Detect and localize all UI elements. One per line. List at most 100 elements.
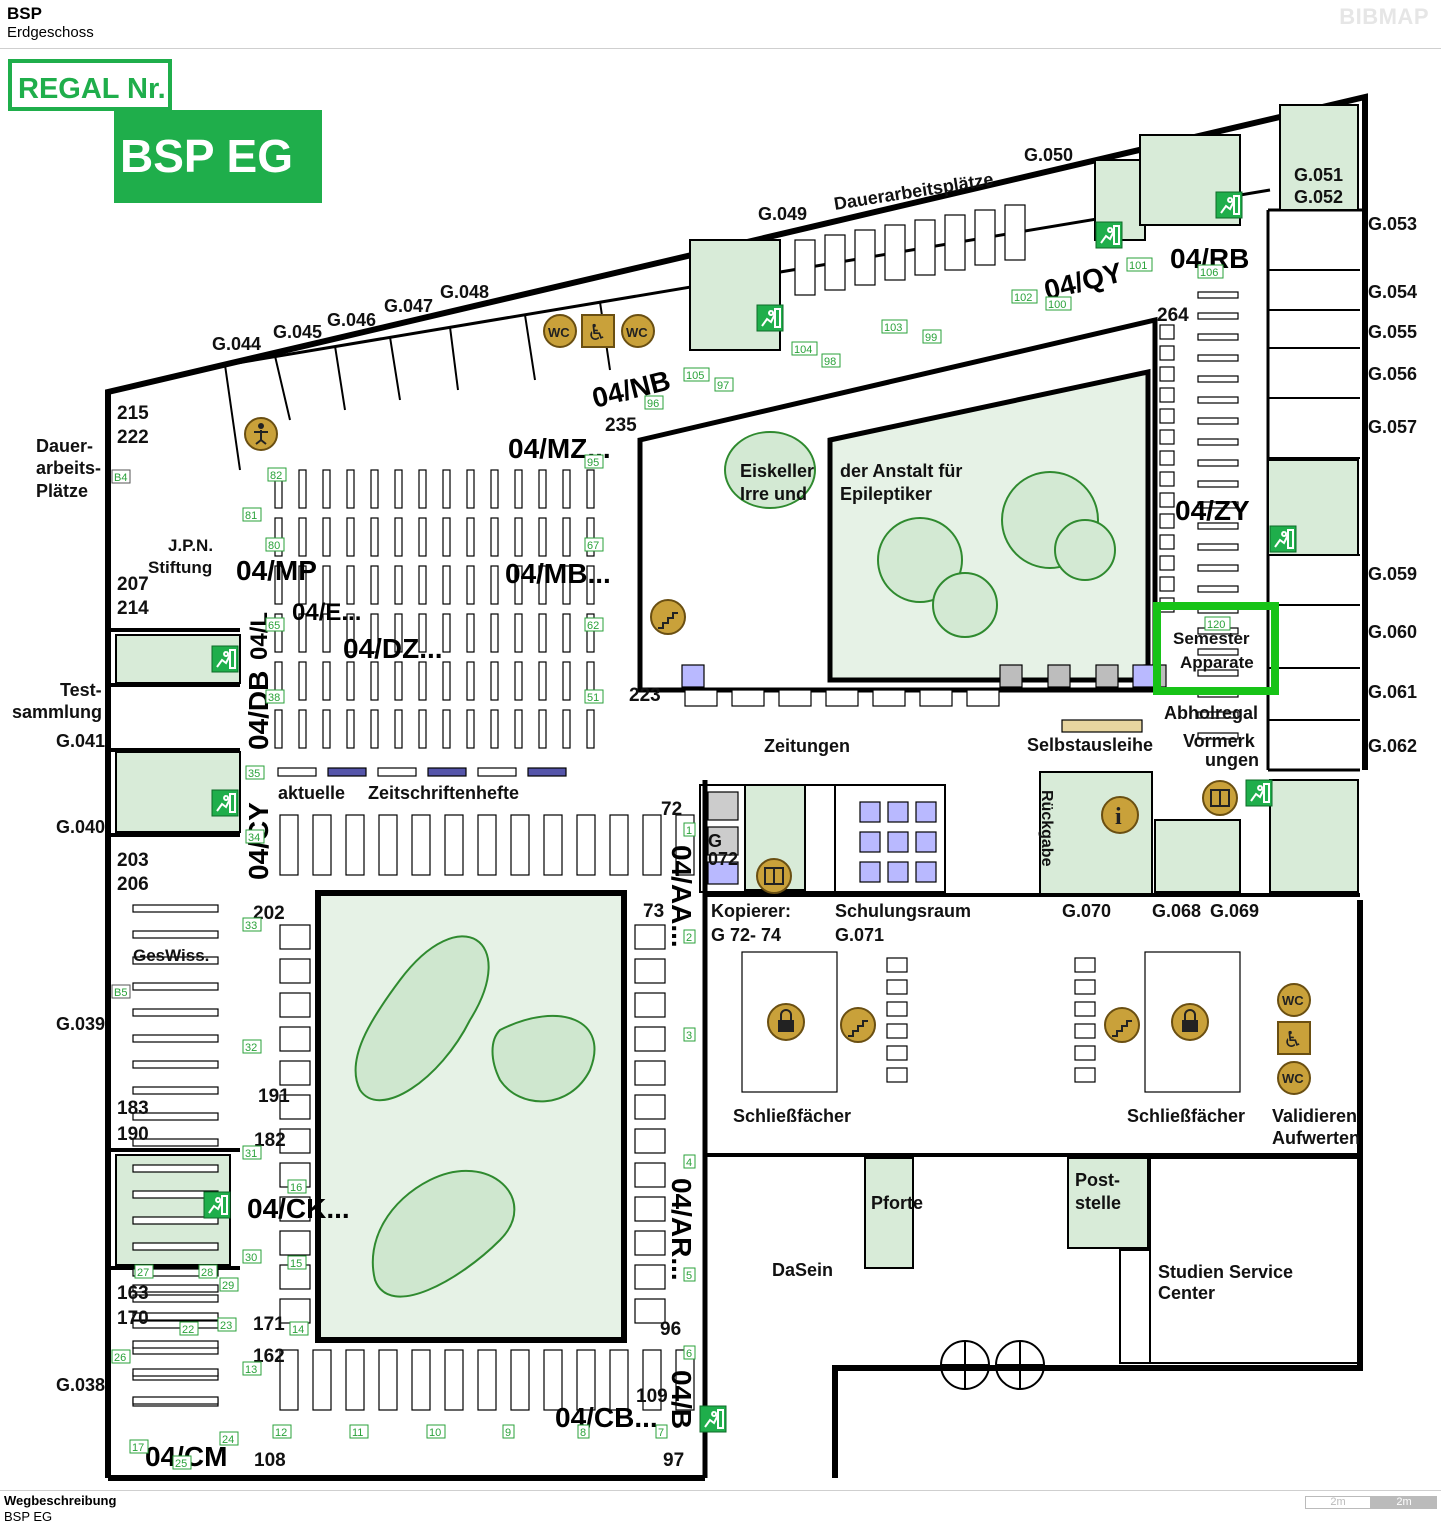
stairs-icon[interactable]: [840, 1007, 876, 1043]
room-g041: G.041: [56, 731, 105, 751]
stairs-icon[interactable]: [1104, 1007, 1140, 1043]
shelf-tag: 32: [242, 1039, 262, 1054]
scale-bar: 2m 2m: [1305, 1496, 1437, 1509]
area-anstalt-1: der Anstalt für: [840, 461, 962, 481]
shelf: [279, 958, 311, 984]
shelf: [346, 517, 355, 557]
shelf: [510, 814, 530, 876]
shelf-tag: 17: [129, 1439, 149, 1454]
wc-icon[interactable]: WC: [1277, 983, 1311, 1017]
wheelchair-icon[interactable]: ♿: [581, 314, 615, 348]
shelf: [322, 469, 331, 509]
svg-text:82: 82: [270, 470, 282, 482]
shelf: [538, 661, 547, 701]
svg-text:38: 38: [268, 692, 280, 704]
shelf-code-zy: 04/ZY: [1175, 495, 1250, 526]
shelf-tag: 12: [272, 1424, 292, 1439]
shelf: [132, 1164, 219, 1173]
shelf: [562, 469, 571, 509]
shelf-numbers: 215 222 207 214 235 264 223 72 73 203 20…: [117, 305, 1189, 1471]
floor-plan[interactable]: REGAL Nr. BSP EG: [0, 49, 1441, 1490]
shelf: [477, 767, 517, 777]
area-semester-1: Semester: [1173, 629, 1250, 648]
svg-text:23: 23: [220, 1320, 232, 1332]
svg-text:35: 35: [248, 768, 260, 780]
area-schliessfaecher-1: Schließfächer: [733, 1106, 851, 1126]
svg-text:97: 97: [717, 380, 729, 392]
wc-icon[interactable]: WC: [1277, 1061, 1311, 1095]
svg-text:102: 102: [1014, 292, 1032, 304]
shelf: [1197, 501, 1239, 509]
shelf: [274, 565, 283, 605]
lock-icon[interactable]: [1171, 1003, 1209, 1041]
shelf: [794, 239, 816, 296]
shelf: [543, 814, 563, 876]
wc-icon[interactable]: WC: [543, 314, 577, 348]
shelf: [394, 613, 403, 653]
shelf: [1159, 450, 1175, 466]
svg-text:98: 98: [824, 356, 836, 368]
shelf: [886, 1067, 908, 1083]
area-kopierer-1: Kopierer:: [711, 901, 791, 921]
room-g039: G.039: [56, 1014, 105, 1034]
shelf: [132, 1396, 219, 1405]
shelf-tag: 38: [265, 689, 285, 704]
svg-text:8: 8: [580, 1427, 586, 1439]
highlight-shelf[interactable]: [1153, 602, 1279, 695]
shelf: [279, 814, 299, 876]
area-dauer-3: Plätze: [36, 481, 88, 501]
shelf: [1197, 354, 1239, 362]
room-g047: G.047: [384, 296, 433, 316]
stairs-icon[interactable]: [650, 599, 686, 635]
shelf-code-e: 04/E...: [292, 599, 361, 626]
svg-text:22: 22: [182, 1324, 194, 1336]
room-g054: G.054: [1368, 282, 1417, 302]
svg-text:67: 67: [587, 540, 599, 552]
shelf-tag: 80: [265, 537, 285, 552]
elevator-icon[interactable]: [756, 858, 792, 894]
num-109: 109: [636, 1386, 668, 1407]
shelf-tag: 22: [179, 1321, 199, 1336]
svg-text:7: 7: [658, 1427, 664, 1439]
shelf: [538, 613, 547, 653]
room-g048: G.048: [440, 282, 489, 302]
shelf: [1004, 204, 1026, 261]
shelf: [1197, 711, 1239, 719]
shelf-tag: B4: [111, 469, 131, 484]
svg-text:6: 6: [686, 1348, 692, 1360]
shelf-code-mb: 04/MB...: [505, 558, 611, 589]
num-222: 222: [117, 427, 149, 448]
shelf: [298, 469, 307, 509]
shelf: [466, 613, 475, 653]
person-icon[interactable]: [244, 417, 278, 451]
info-icon[interactable]: i: [1101, 796, 1139, 834]
shelf: [442, 469, 451, 509]
shelf-tag: 102: [1011, 289, 1038, 304]
shelf: [886, 1045, 908, 1061]
wheelchair-icon[interactable]: ♿: [1277, 1021, 1311, 1055]
shelf: [634, 958, 666, 984]
lock-icon[interactable]: [767, 1003, 805, 1041]
room-g056: G.056: [1368, 364, 1417, 384]
shelf: [378, 1349, 398, 1411]
num-235: 235: [605, 415, 637, 436]
shelf: [944, 214, 966, 271]
top-rooms: [224, 301, 611, 471]
side-room-boxes: [699, 269, 1361, 1364]
exit-icon: [756, 304, 784, 332]
shelf-tag: 7: [655, 1424, 668, 1439]
shelf-tag: 62: [584, 617, 604, 632]
shelf: [915, 861, 937, 883]
wc-icon[interactable]: WC: [621, 314, 655, 348]
shelving-stacks: [132, 204, 1241, 1411]
shelf: [132, 1294, 219, 1303]
garden-blobs: [354, 431, 1116, 1298]
shelf: [298, 661, 307, 701]
area-zeitungen: Zeitungen: [764, 736, 850, 756]
entrance-turnstiles[interactable]: [940, 1340, 1045, 1390]
shelf: [322, 517, 331, 557]
shelf-tag: 100: [1045, 296, 1072, 311]
elevator-icon[interactable]: [1202, 780, 1238, 816]
shelf: [634, 1264, 666, 1290]
shelf: [634, 1060, 666, 1086]
